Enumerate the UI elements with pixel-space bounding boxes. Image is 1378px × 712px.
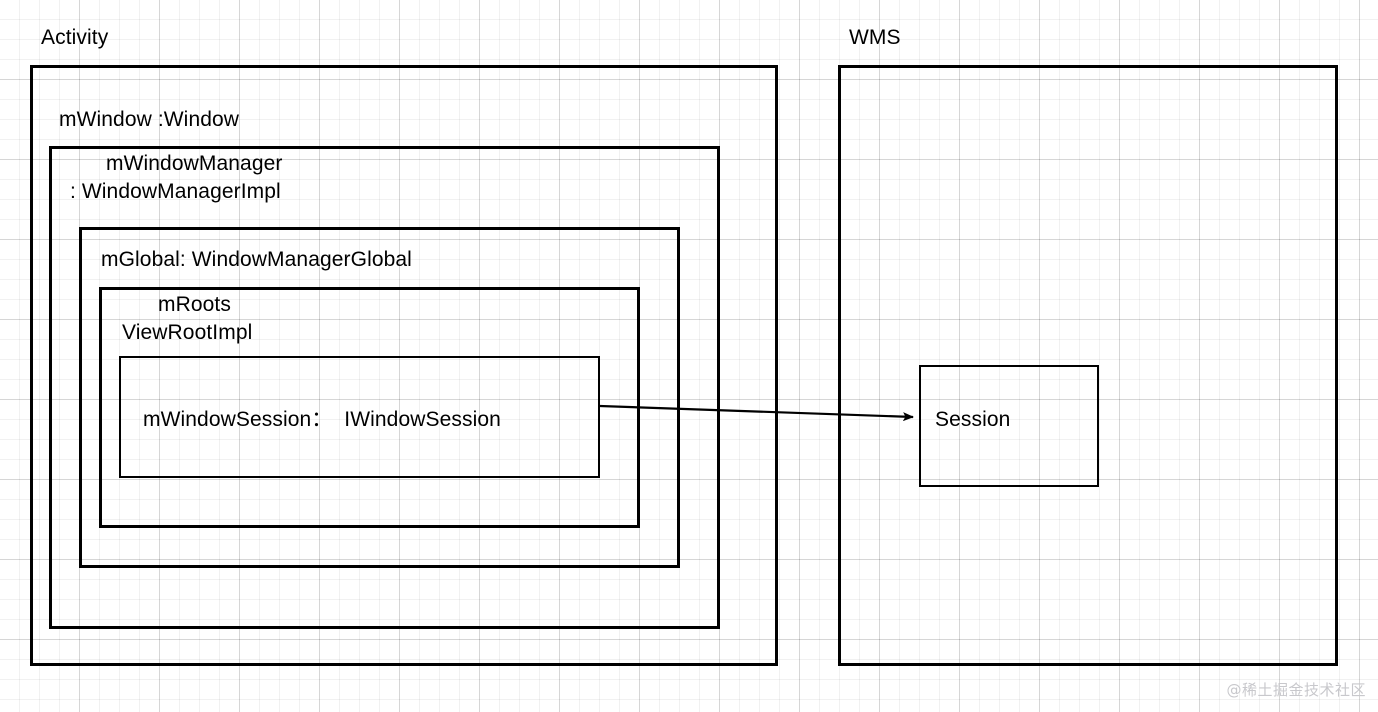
session-box-label: Session <box>935 408 1011 431</box>
window-manager-impl-label: mWindowManager : WindowManagerImpl <box>70 150 282 205</box>
window-manager-impl-label-line2: : WindowManagerImpl <box>70 179 281 203</box>
wms-container-box[interactable] <box>838 65 1338 666</box>
activity-container-box[interactable] <box>30 65 778 666</box>
watermark: @稀土掘金技术社区 <box>1226 681 1366 699</box>
group-title-wms: WMS <box>849 26 901 49</box>
window-manager-global-label: mGlobal: WindowManagerGlobal <box>101 248 412 271</box>
window-box[interactable] <box>49 146 720 629</box>
window-manager-global-box[interactable] <box>79 227 680 568</box>
group-title-activity: Activity <box>41 26 109 49</box>
view-root-impl-label-line1: mRoots <box>158 293 231 316</box>
window-manager-impl-label-line1: mWindowManager <box>106 152 283 175</box>
window-box-label: mWindow :Window <box>59 108 240 131</box>
window-session-label: mWindowSession： IWindowSession <box>143 408 501 431</box>
window-session-box[interactable] <box>119 356 600 478</box>
view-root-impl-label-line2: ViewRootImpl <box>122 320 253 344</box>
session-box[interactable] <box>919 365 1099 487</box>
